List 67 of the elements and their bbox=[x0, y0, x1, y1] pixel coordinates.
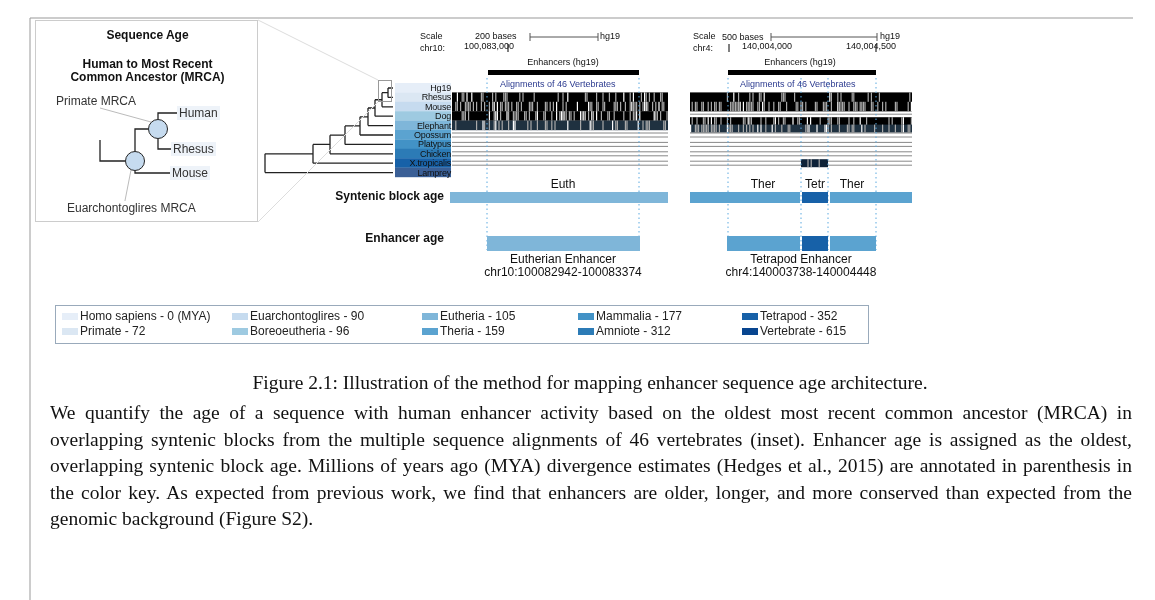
tree-branch bbox=[134, 128, 149, 152]
legend-label: Vertebrate - 615 bbox=[760, 325, 847, 338]
node-label: Primate MRCA bbox=[56, 94, 136, 108]
species-label: Rhesus bbox=[171, 142, 216, 156]
enhancer-coordinates: chr10:100082942-100083374 bbox=[484, 266, 642, 278]
coordinate-label: 140,004,500 bbox=[846, 41, 897, 52]
scale-label: Scale bbox=[420, 30, 443, 42]
species-label: Human bbox=[177, 106, 220, 120]
zoom-line bbox=[257, 101, 379, 223]
scale-label: hg19 bbox=[600, 30, 621, 42]
enhancer-name: Eutherian Enhancer bbox=[509, 253, 617, 265]
caption-paragraph: We quantify the age of a sequence with human enhancer activity based on the oldest most recent common ancestor (MRCA) in overlapping syntenic blocks from the multiple sequence alignments of 46 vertebrates (inset). Enhancer age is assigned as the oldest, overlapping syntenic block age. Millions of years ago (MYA) divergence estimates (Hedges et al., 2015) are annotated in parenthesis in the color key. As expected from previous work, we find that enhancers are older, longer, and more conserved than expected from the genomic background (Figure S2). bbox=[50, 401, 1132, 531]
leader-line bbox=[124, 169, 132, 202]
tree-branch bbox=[134, 170, 171, 174]
legend-label: Boreoeutheria - 96 bbox=[250, 325, 350, 338]
enhancer-name: Tetrapod Enhancer bbox=[750, 253, 852, 265]
track-label: Enhancers (hg19) bbox=[764, 56, 836, 68]
leader-line bbox=[99, 107, 152, 123]
species-label: Chicken bbox=[419, 148, 451, 159]
enhancer-coordinates: chr4:140003738-140004448 bbox=[725, 266, 877, 278]
species-label: Mouse bbox=[170, 166, 211, 180]
scale-label: 500 bases bbox=[722, 31, 764, 43]
legend-label: Amniote - 312 bbox=[596, 325, 671, 338]
tree-branch bbox=[99, 139, 126, 162]
age-label: Tetr bbox=[805, 178, 825, 190]
chromosome-label: chr4: bbox=[693, 42, 713, 54]
species-label: Lamprey bbox=[417, 167, 451, 178]
age-label: Ther bbox=[839, 178, 865, 190]
inset-panel bbox=[35, 20, 258, 222]
scale-label: Scale bbox=[693, 30, 716, 42]
track-label: Alignments of 46 Vertebrates bbox=[740, 78, 856, 90]
track-label: Enhancers (hg19) bbox=[527, 56, 599, 68]
scale-label: 200 bases bbox=[475, 30, 517, 42]
figure-caption: Figure 2.1: Illustration of the method for mapping enhancer sequence age architecture. bbox=[252, 371, 928, 395]
tree-branch bbox=[157, 138, 172, 150]
legend-label: Homo sapiens - 0 (MYA) bbox=[80, 310, 211, 323]
track-label: Alignments of 46 Vertebrates bbox=[500, 78, 616, 90]
node-label: Euarchontoglires MRCA bbox=[67, 201, 196, 215]
species-label: Rhesus bbox=[421, 92, 451, 103]
species-label: Platypus bbox=[418, 139, 451, 150]
row-label: Enhancer age bbox=[365, 232, 444, 244]
scale-label: hg19 bbox=[880, 30, 901, 42]
coordinate-label: 140,004,000 bbox=[742, 40, 793, 52]
legend-label: Theria - 159 bbox=[440, 325, 505, 338]
ancestor-node-circle bbox=[125, 151, 145, 171]
heading-text: Sequence Age bbox=[106, 29, 189, 41]
heading-text: Human to Most Recent Common Ancestor (MRCA) bbox=[69, 58, 226, 84]
species-label: Elephant bbox=[417, 120, 451, 131]
coordinate-label: 100,083,000 bbox=[464, 40, 515, 52]
tree-branch bbox=[157, 112, 178, 120]
legend-label: Mammalia - 177 bbox=[596, 310, 683, 323]
species-label: Hg19 bbox=[430, 83, 451, 93]
age-label: Ther bbox=[750, 178, 776, 190]
species-label: Mouse bbox=[425, 101, 451, 112]
zoom-box bbox=[378, 80, 392, 102]
species-label: X.tropicalis bbox=[409, 158, 451, 169]
legend-label: Eutheria - 105 bbox=[440, 310, 516, 323]
legend-label: Tetrapod - 352 bbox=[760, 310, 838, 323]
species-label: Opossum bbox=[413, 130, 451, 140]
age-label: Euth bbox=[550, 178, 576, 190]
chromosome-label: chr10: bbox=[420, 42, 445, 54]
zoom-line bbox=[257, 19, 379, 81]
legend-label: Primate - 72 bbox=[80, 325, 146, 338]
ancestor-node-circle bbox=[148, 119, 168, 139]
row-label: Syntenic block age bbox=[335, 190, 444, 202]
legend-label: Euarchontoglires - 90 bbox=[250, 310, 365, 323]
species-label: Dog bbox=[435, 111, 451, 122]
